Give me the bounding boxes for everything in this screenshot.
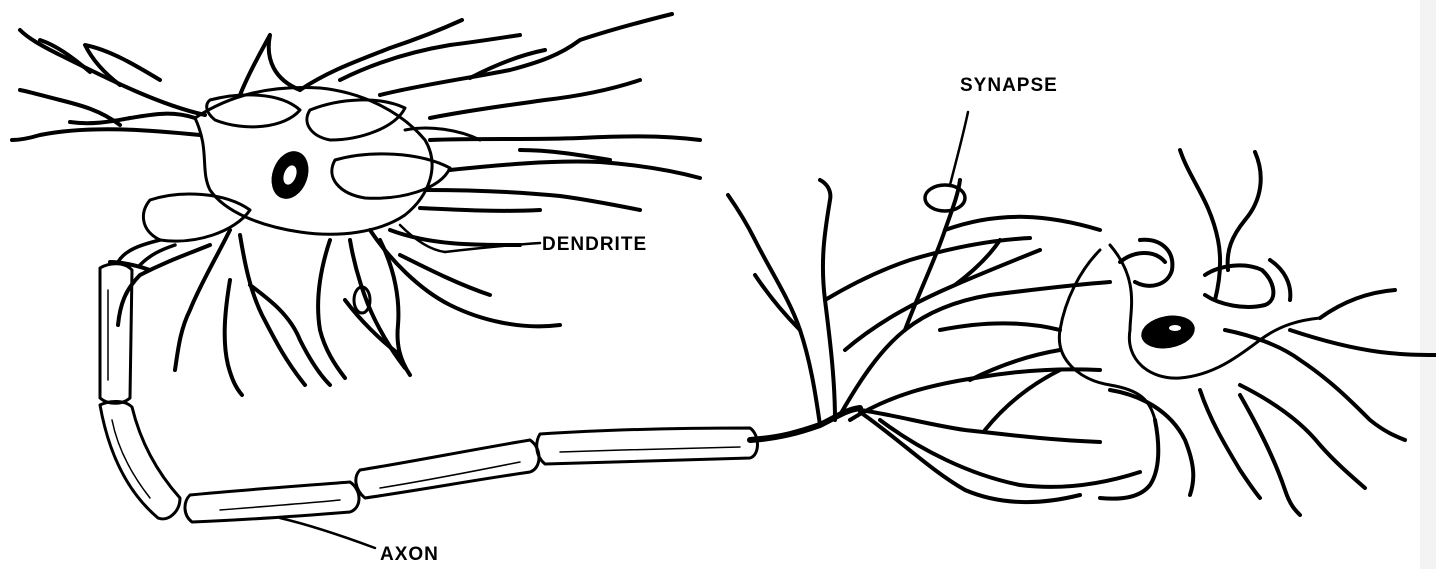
axon-terminal (728, 180, 1140, 502)
axon-label: AXON (380, 544, 439, 566)
neuron-left-myelinated-axon (100, 264, 758, 522)
neuron-right (940, 150, 1436, 515)
synapse-marker (925, 112, 968, 211)
neuron-left-dendrites (12, 14, 700, 211)
synapse-label: SYNAPSE (960, 75, 1058, 97)
neuron-left (12, 14, 758, 548)
neuron-right-cell-body (1110, 245, 1320, 378)
synapse-label-line (950, 112, 968, 185)
neuron-right-nucleus (1139, 312, 1198, 353)
axon-label-line (280, 518, 375, 548)
dendrite-label: DENDRITE (542, 234, 647, 256)
neuron-left-nucleus (266, 147, 314, 204)
